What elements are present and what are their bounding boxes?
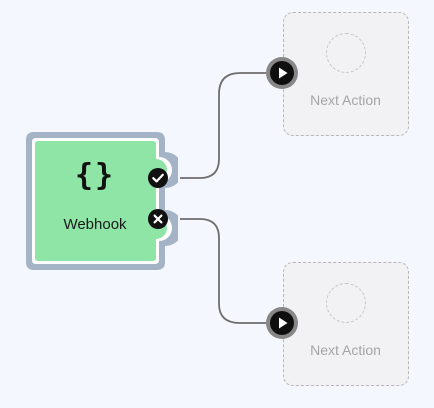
- next-action-node-2[interactable]: Next Action: [283, 262, 409, 386]
- failure-connector[interactable]: [180, 218, 266, 324]
- placeholder-circle: [326, 283, 366, 323]
- next-action-label: Next Action: [310, 92, 381, 108]
- webhook-node-label: Webhook: [63, 216, 127, 233]
- webhook-node[interactable]: {} Webhook: [24, 130, 178, 272]
- next-action-node-1[interactable]: Next Action: [283, 12, 409, 136]
- x-icon[interactable]: [147, 208, 169, 230]
- check-icon[interactable]: [147, 167, 169, 189]
- play-icon[interactable]: [265, 56, 299, 90]
- play-icon[interactable]: [265, 306, 299, 340]
- placeholder-circle: [326, 33, 366, 73]
- next-action-label: Next Action: [310, 342, 381, 358]
- success-connector[interactable]: [180, 72, 266, 179]
- curly-braces-icon: {}: [74, 158, 116, 193]
- webhook-node-shape: [26, 132, 178, 270]
